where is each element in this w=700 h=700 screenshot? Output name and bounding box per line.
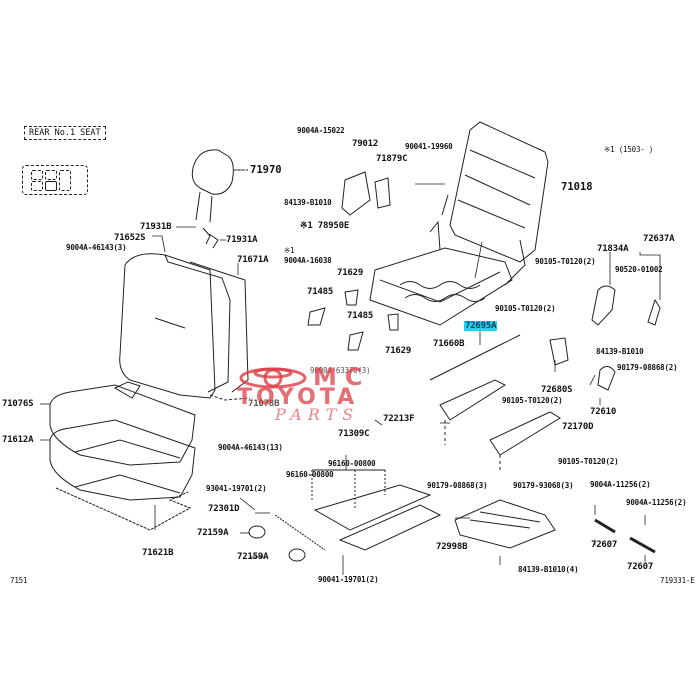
part-label[interactable]: 71879C	[376, 154, 408, 164]
part-label[interactable]: 96160-00800	[286, 470, 334, 479]
part-label[interactable]: 90179-08868(2)	[617, 363, 678, 372]
part-label[interactable]: 71485	[347, 311, 374, 321]
part-label[interactable]: 90105-T0120(2)	[558, 457, 619, 466]
page-ref-right: 719331-E	[660, 576, 695, 585]
stay-drawing	[594, 518, 656, 554]
part-label[interactable]: 90105-T0120(2)	[495, 304, 556, 313]
legend-cell	[31, 170, 43, 180]
part-label[interactable]: 72159A	[237, 552, 269, 562]
cushion-drawing	[49, 381, 196, 531]
part-label[interactable]: 90179-08868(3)	[427, 481, 488, 490]
part-label[interactable]: 96160-00800	[328, 459, 376, 468]
legend-cell	[31, 181, 43, 191]
part-label[interactable]: 71621B	[142, 548, 174, 558]
cable-drawing	[429, 334, 521, 381]
rail-drawing	[439, 379, 561, 470]
part-label[interactable]: 71076S	[2, 399, 34, 409]
part-label[interactable]: 71018	[561, 181, 593, 193]
part-label[interactable]: 71078B	[248, 399, 280, 409]
part-label[interactable]: 72170D	[562, 422, 594, 432]
legend-cell-highlighted	[45, 181, 57, 191]
part-label[interactable]: 72159A	[197, 528, 229, 538]
part-label[interactable]: 9004A-11256(2)	[590, 480, 651, 489]
part-label[interactable]: 90179-93068(3)	[513, 481, 574, 490]
note-text: ※1 (1503- )	[604, 145, 654, 154]
part-label[interactable]: 9004A-46143(13)	[218, 443, 283, 452]
part-label[interactable]: 71671A	[237, 255, 269, 265]
diagram-title: REAR No.1 SEAT	[24, 126, 106, 140]
seat-layout-legend-icon	[22, 165, 88, 195]
part-label[interactable]: 72637A	[643, 234, 675, 244]
part-label[interactable]: 71309C	[338, 429, 370, 439]
part-label[interactable]: 71931B	[140, 222, 172, 232]
seatback-drawing	[119, 253, 251, 401]
part-label[interactable]: 9004A-11256(2)	[626, 498, 687, 507]
part-label[interactable]: 90520-01002	[615, 265, 663, 274]
seatback-frame-drawing	[441, 121, 549, 286]
part-label[interactable]: 72998B	[436, 542, 468, 552]
part-label[interactable]: 72213F	[383, 414, 415, 424]
part-label[interactable]: 71612A	[2, 435, 34, 445]
lower-frame-drawing	[311, 469, 442, 551]
part-label[interactable]: 72301D	[208, 504, 240, 514]
part-label[interactable]: 90904-63370(3)	[310, 366, 371, 375]
part-label[interactable]: 71629	[385, 346, 412, 356]
part-label[interactable]: 71660B	[433, 339, 465, 349]
seat-frame-drawing	[369, 220, 513, 326]
part-label[interactable]: 84139-B1010(4)	[518, 565, 579, 574]
part-label[interactable]: 71652S	[114, 233, 146, 243]
part-label[interactable]: 93041-19701(2)	[206, 484, 267, 493]
legend-cell	[59, 170, 71, 191]
part-label[interactable]: 72610	[590, 407, 617, 417]
legend-cell	[45, 170, 57, 180]
part-label[interactable]: 90041-19960	[405, 142, 453, 151]
part-label[interactable]: 71970	[250, 164, 282, 176]
part-label[interactable]: 9004A-16038	[284, 256, 332, 265]
part-label[interactable]: 90105-T0120(2)	[535, 257, 596, 266]
bracket-drawing	[549, 285, 661, 391]
headrest-drawing	[191, 149, 248, 223]
part-label[interactable]: 72680S	[541, 385, 573, 395]
under-tray-drawing	[454, 499, 556, 549]
part-label: ※1	[284, 246, 295, 255]
part-label[interactable]: 72607	[627, 562, 654, 572]
part-label[interactable]: 84139-B1010	[596, 347, 644, 356]
hinge-cover-drawing	[341, 171, 371, 216]
part-label[interactable]: 90041-19701(2)	[318, 575, 379, 584]
part-label[interactable]: 9004A-15022	[297, 126, 345, 135]
part-label[interactable]: ※1 78950E	[300, 221, 350, 231]
part-label[interactable]: 71834A	[597, 244, 629, 254]
part-label[interactable]: 79012	[352, 139, 379, 149]
part-label[interactable]: 71629	[337, 268, 364, 278]
part-label[interactable]: 71485	[307, 287, 334, 297]
page-ref-left: 7151	[10, 576, 28, 585]
part-label[interactable]: 9004A-46143(3)	[66, 243, 127, 252]
part-label-highlighted[interactable]: 72695A	[464, 321, 498, 331]
part-label[interactable]: 72607	[591, 540, 618, 550]
part-label[interactable]: 84139-B1010	[284, 198, 332, 207]
part-label[interactable]: 71931A	[226, 235, 258, 245]
part-label[interactable]: 90105-T0120(2)	[502, 396, 563, 405]
